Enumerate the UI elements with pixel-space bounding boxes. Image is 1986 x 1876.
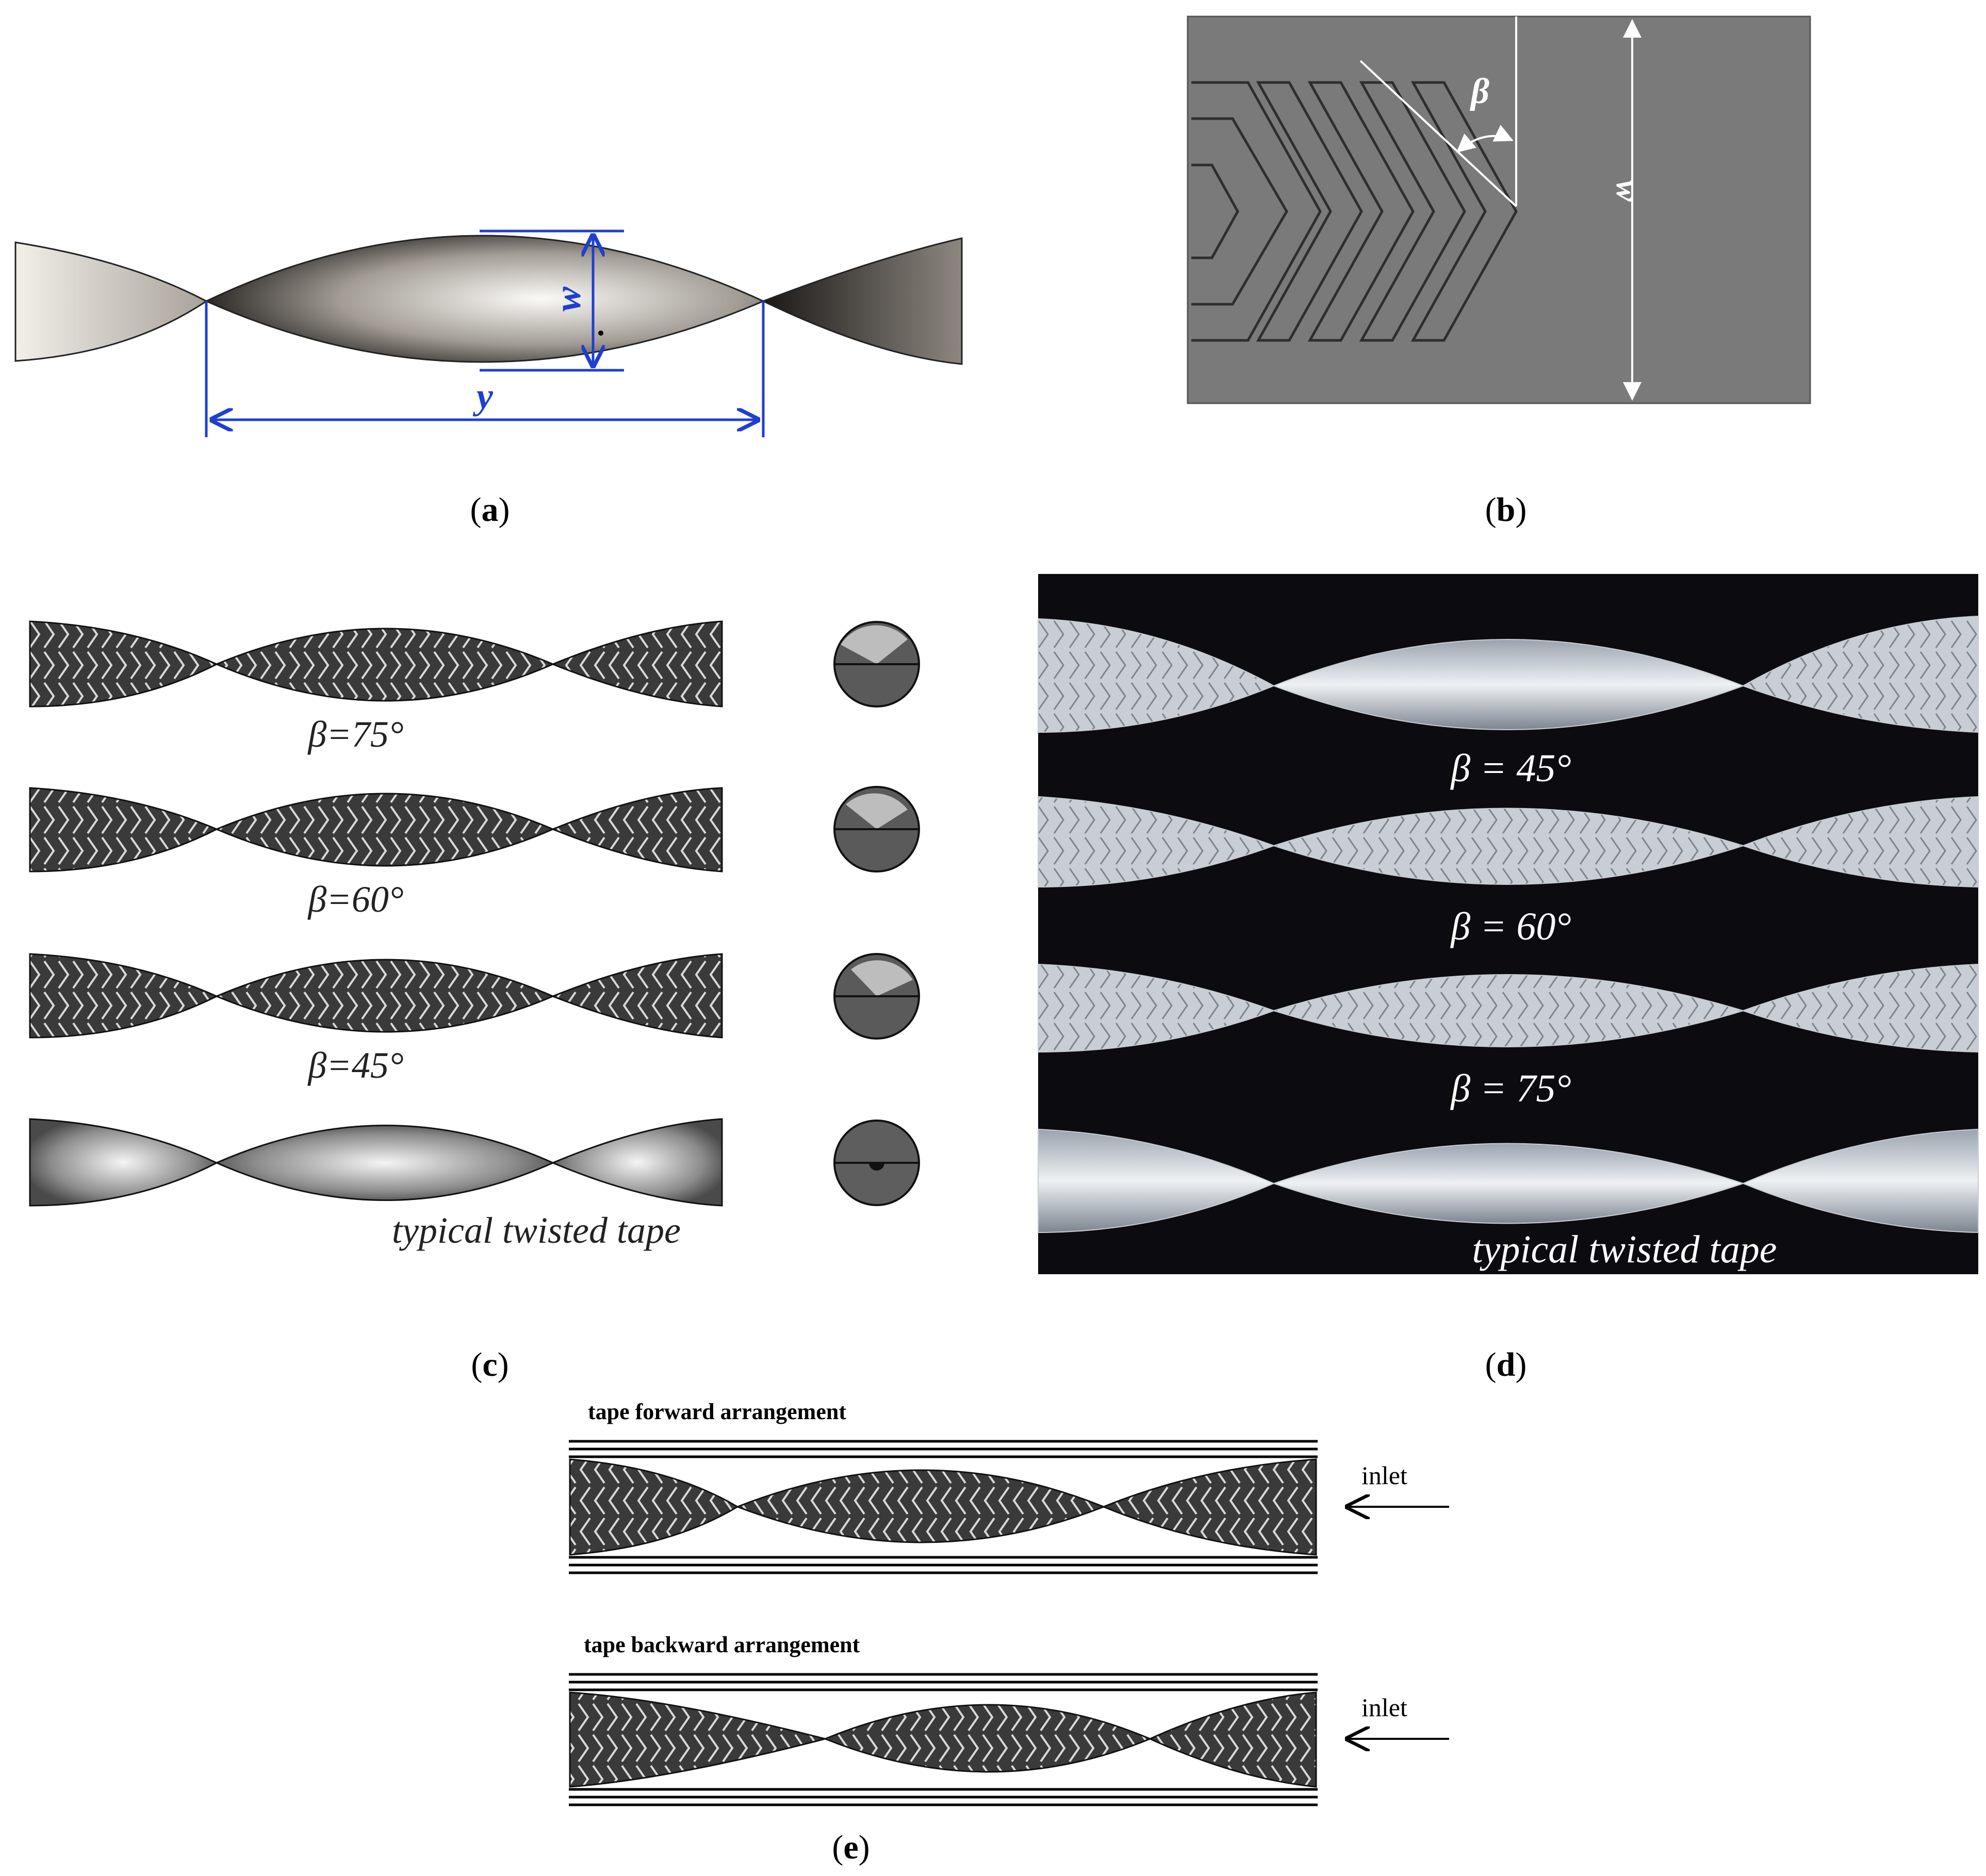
panel-e: tape forward arrangement inlet tape back… <box>569 1399 1449 1866</box>
beta-label: β <box>1469 72 1489 111</box>
caption-a: (a) <box>470 491 510 529</box>
chevron-grooves <box>1191 81 1518 342</box>
photo-tape-4 <box>1038 1128 1979 1233</box>
photo-label-3: β = 75° <box>1450 1067 1571 1110</box>
tape-model-row-4 <box>29 1118 723 1207</box>
caption-e: (e) <box>832 1829 869 1866</box>
photo-tape-3 <box>1038 963 1979 1053</box>
tape-label-1: β=75° <box>307 714 403 755</box>
backward-inlet-label: inlet <box>1361 1693 1407 1722</box>
photo-label-2: β = 60° <box>1450 905 1571 948</box>
width-label: w <box>547 286 588 311</box>
tape-model-row-2 <box>29 787 723 873</box>
panel-b: β w (b) <box>1187 15 1811 529</box>
tape-model-row-3 <box>29 953 723 1039</box>
width-label-b: w <box>1610 180 1645 202</box>
photo-tape-1 <box>1038 615 1979 733</box>
caption-d: (d) <box>1485 1346 1527 1384</box>
backward-title: tape backward arrangement <box>584 1632 860 1657</box>
panel-c: β=75° β=60° β=45° <box>29 620 920 1384</box>
caption-b: (b) <box>1485 491 1527 529</box>
tape-model-row-1 <box>29 620 723 707</box>
tape-label-3: β=45° <box>307 1045 403 1086</box>
tape-end-view-3 <box>833 953 920 1040</box>
center-dot <box>598 331 603 336</box>
angle-annotation <box>1359 17 1642 401</box>
forward-tube-walls <box>569 1440 1318 1574</box>
forward-title: tape forward arrangement <box>588 1399 846 1424</box>
photo-label-1: β = 45° <box>1450 747 1571 790</box>
backward-tube-walls <box>569 1673 1318 1806</box>
dimension-lines <box>205 229 765 437</box>
backward-tape <box>569 1691 1317 1788</box>
tape-end-view-2 <box>833 786 920 873</box>
grooved-surface <box>1187 15 1811 404</box>
panel-d: β = 45° β = 60° β = 75° typical twisted … <box>1038 574 1979 1384</box>
tape-label-4: typical twisted tape <box>392 1210 681 1251</box>
forward-tape <box>569 1458 1317 1556</box>
tape-end-view-4 <box>833 1120 920 1206</box>
tape-label-2: β=60° <box>307 879 403 920</box>
panel-a: w y (a) <box>14 229 963 529</box>
photo-label-4: typical twisted tape <box>1472 1228 1777 1271</box>
tape-end-view-1 <box>833 621 920 707</box>
photo-tape-2 <box>1038 796 1979 888</box>
twisted-tape-render <box>14 235 963 365</box>
caption-c: (c) <box>471 1346 508 1384</box>
pitch-label: y <box>472 375 494 417</box>
forward-inlet-label: inlet <box>1361 1461 1407 1490</box>
